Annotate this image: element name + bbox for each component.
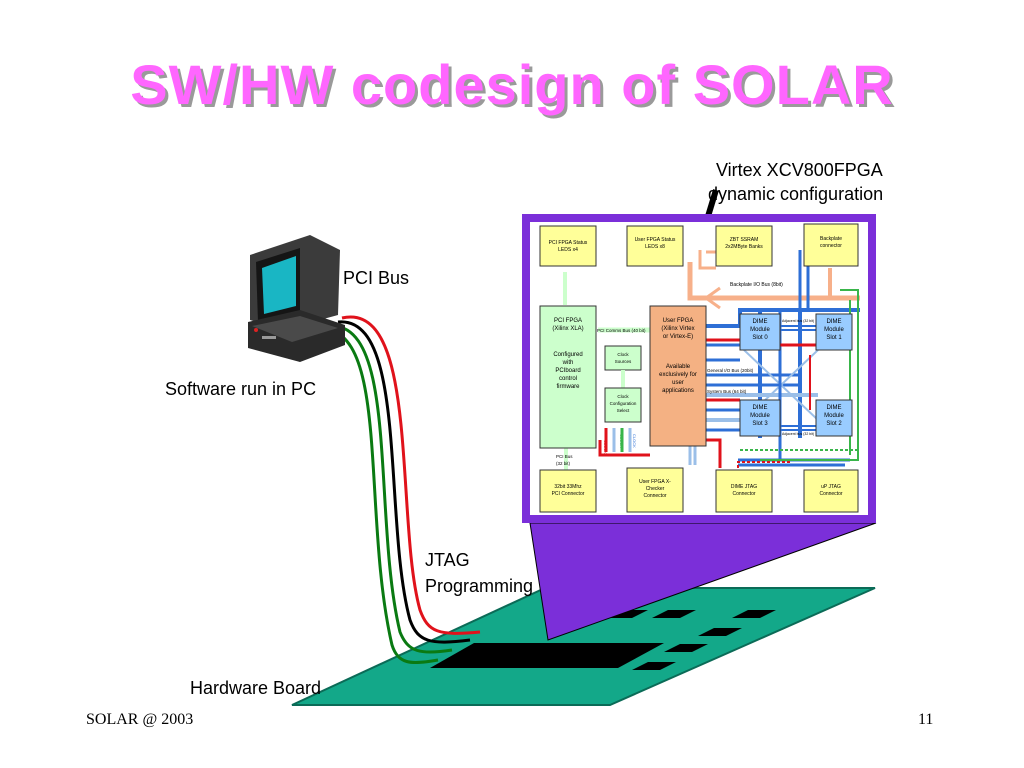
svg-text:PCI FPGA: PCI FPGA (554, 318, 582, 324)
page-number: 11 (918, 711, 934, 728)
svg-text:exclusively for: exclusively for (659, 372, 697, 378)
xchecker-connector-box: User FPGA X- Checker Connector (626, 467, 684, 513)
svg-text:applications: applications (662, 388, 694, 394)
svg-text:Module: Module (750, 413, 770, 419)
dime-slot-0: DIME Module Slot 0 (739, 313, 781, 351)
software-label: Software run in PC (165, 379, 317, 399)
svg-text:Configured: Configured (553, 352, 582, 358)
system-bus-label: System Bus (64 bit) (707, 389, 747, 394)
svg-text:Slot 2: Slot 2 (826, 421, 842, 427)
svg-text:Available: Available (666, 364, 691, 370)
svg-text:Module: Module (750, 327, 770, 333)
svg-text:Connector: Connector (732, 491, 755, 497)
clock-config-select-box: Clock Configuration Select (604, 387, 642, 423)
pci-fpga-status-box: PCI FPGA Status LEDS x4 (539, 225, 597, 267)
svg-text:DIME: DIME (753, 405, 768, 411)
jtag-label-line2: Programming (425, 576, 534, 596)
clock-sources-box: Clock Sources (604, 345, 642, 371)
svg-text:Checker: Checker (646, 486, 665, 492)
svg-text:PCI FPGA Status: PCI FPGA Status (549, 240, 588, 246)
pci-comms-bus-label: PCI Comms Bus (40 bit) (597, 328, 646, 333)
svg-text:with: with (562, 360, 574, 366)
svg-text:user: user (672, 380, 684, 386)
board-chip (698, 628, 742, 636)
svg-text:(Xilinx XLA): (Xilinx XLA) (552, 326, 583, 332)
dime-slot-3: DIME Module Slot 3 (739, 399, 781, 437)
svg-text:or Virtex-E): or Virtex-E) (663, 334, 693, 340)
svg-text:ZBT SSRAM: ZBT SSRAM (730, 237, 759, 243)
general-io-bus-label: General I/O Bus (20bit) (707, 368, 754, 373)
fpga-label-line2: dynamic configuration (708, 184, 884, 204)
svg-text:Module: Module (824, 413, 844, 419)
adjacent-bus-top-label: Adjacent bus (32 bit) (782, 319, 814, 323)
board-chip (632, 662, 676, 670)
svg-text:DIME JTAG: DIME JTAG (731, 484, 757, 490)
pci-fpga-box: PCI FPGA (Xilinx XLA) Configured with PC… (539, 305, 597, 449)
svg-text:PCIboard: PCIboard (555, 368, 580, 374)
dime-jtag-connector-box: DIME JTAG Connector (715, 469, 773, 513)
board-chip (516, 652, 560, 660)
user-fpga-box: User FPGA (Xilinx Virtex or Virtex-E) Av… (649, 305, 707, 447)
svg-text:Clock: Clock (617, 394, 629, 399)
svg-text:Clock: Clock (617, 352, 629, 357)
cables (329, 315, 481, 664)
svg-text:User FPGA X-: User FPGA X- (639, 479, 671, 485)
svg-text:Slot 0: Slot 0 (752, 335, 768, 341)
svg-text:firmware: firmware (556, 384, 580, 390)
slide-title: SW/HW codesign of SOLAR (130, 53, 894, 116)
hardware-board-label: Hardware Board (190, 678, 322, 698)
backplate-connector-box: Backplate connector (803, 223, 859, 267)
svg-text:Slot 1: Slot 1 (826, 335, 842, 341)
clock-label: CLOCK (619, 434, 624, 448)
svg-text:Module: Module (824, 327, 844, 333)
pci-connector-box: 32bit 33Mhz PCI Connector (539, 469, 597, 513)
svg-text:Sources: Sources (615, 359, 632, 364)
computer-icon (248, 235, 345, 362)
pci-bus-label: PCI Bus (343, 268, 410, 288)
dime-slot-1: DIME Module Slot 1 (815, 313, 853, 351)
fpga-label-line1: Virtex XCV800FPGA (716, 160, 883, 180)
jtag-label-line1: JTAG (425, 550, 470, 570)
backplate-bus-label: Backplate I/O Bus (8bit) (730, 282, 783, 288)
board-chip (732, 610, 776, 618)
svg-text:LEDS x8: LEDS x8 (645, 244, 665, 250)
dime-slot-2: DIME Module Slot 2 (815, 399, 853, 437)
svg-text:LEDS x4: LEDS x4 (558, 247, 578, 253)
svg-text:2x2MByte Banks: 2x2MByte Banks (725, 244, 763, 250)
svg-text:32bit 33Mhz: 32bit 33Mhz (554, 484, 582, 490)
svg-text:DIME: DIME (827, 405, 842, 411)
footer-left: SOLAR @ 2003 (86, 711, 194, 728)
svg-text:control: control (559, 376, 577, 382)
svg-text:User FPGA Status: User FPGA Status (635, 237, 676, 243)
svg-text:uP JTAG: uP JTAG (821, 484, 841, 490)
pci-bus-small-label: PCI Bus (556, 454, 573, 459)
board-chip (664, 644, 708, 652)
clock-label: CLOCK (603, 440, 608, 454)
pci-bus-small-label: (32 bit) (556, 461, 571, 466)
svg-text:User FPGA: User FPGA (663, 318, 694, 324)
adjacent-bus-bottom-label: Adjacent bus (32 bit) (782, 432, 814, 436)
svg-text:connector: connector (820, 243, 842, 249)
svg-text:PCI Connector: PCI Connector (552, 491, 585, 497)
svg-text:Configuration: Configuration (610, 401, 637, 406)
board-chip (652, 610, 696, 618)
svg-text:Connector: Connector (643, 493, 666, 499)
svg-text:Backplate: Backplate (820, 236, 842, 242)
svg-text:Slot 3: Slot 3 (752, 421, 768, 427)
zbt-ssram-box: ZBT SSRAM 2x2MByte Banks (715, 225, 773, 267)
svg-text:DIME: DIME (827, 319, 842, 325)
clock-label: CLOCK (632, 434, 637, 448)
user-fpga-status-box: User FPGA Status LEDS x8 (626, 225, 684, 267)
up-jtag-connector-box: uP JTAG Connector (803, 469, 859, 513)
svg-text:Connector: Connector (819, 491, 842, 497)
svg-text:DIME: DIME (753, 319, 768, 325)
svg-text:(Xilinx Virtex: (Xilinx Virtex (661, 326, 694, 332)
svg-text:Select: Select (617, 408, 630, 413)
